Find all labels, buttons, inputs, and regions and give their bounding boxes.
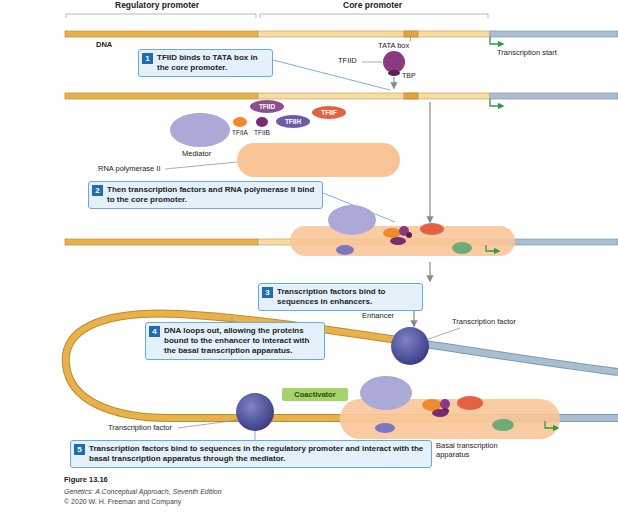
- leader-line: [362, 62, 382, 63]
- regulatory-dna: [65, 31, 258, 37]
- factor-name: TFIIH: [285, 118, 301, 126]
- factor-shape: [312, 106, 346, 119]
- coactivator-name: Coactivator: [294, 390, 335, 399]
- callout-box: 5 Transcription factors bind to sequences…: [70, 440, 432, 468]
- core-dna: [258, 93, 490, 99]
- callout-number: 5: [74, 444, 85, 455]
- callout-number: 2: [92, 185, 103, 196]
- leader-line: [426, 328, 460, 340]
- protein-label: RNA polymerase II: [98, 165, 161, 174]
- step-arrow: [429, 262, 430, 281]
- leader-line: [178, 420, 238, 428]
- factor-ellipse: TFIID: [250, 100, 284, 113]
- tfiif-protein: [420, 223, 444, 235]
- callout-number: 4: [149, 326, 160, 337]
- tfiia-protein: [383, 228, 401, 238]
- protein-label: Transcription factor: [108, 424, 172, 433]
- tfiid-protein: [440, 399, 450, 409]
- start-arrow: [490, 37, 503, 44]
- transcribed-dna: [490, 31, 618, 37]
- start-arrow: [545, 421, 558, 428]
- callout-box: 3 Transcription factors bind to sequences…: [258, 283, 423, 311]
- tfiih-protein: [375, 423, 395, 433]
- tfiib-protein: [390, 237, 406, 245]
- tfiib-protein: [432, 409, 448, 417]
- step-arrow: [429, 102, 430, 222]
- basal-apparatus: [290, 226, 515, 256]
- callout-text: Then transcription factors and RNA polym…: [107, 185, 317, 205]
- regulatory-dna: [65, 93, 258, 99]
- regulatory-dna: [65, 239, 258, 245]
- region-bracket: [66, 14, 256, 18]
- protein-label: TFIIB: [254, 129, 270, 136]
- region-label: Regulatory promoter: [115, 1, 199, 11]
- callout-number: 3: [262, 287, 273, 298]
- tata-box: [404, 31, 418, 37]
- tfiif-protein: [457, 396, 483, 410]
- start-arrow: [490, 99, 503, 106]
- transcribed-dna: [490, 93, 618, 99]
- tata-box: [404, 93, 418, 99]
- leader-line: [165, 162, 237, 169]
- mediator-complex: [328, 205, 376, 235]
- protein-label: TFIIA: [232, 129, 248, 136]
- factor-shape: [250, 100, 284, 113]
- mediator-complex: [170, 113, 230, 147]
- protein-label: Mediator: [182, 150, 211, 159]
- copyright-note: © 2020 W. H. Freeman and Company: [64, 498, 181, 506]
- tfiid-protein: [383, 51, 405, 73]
- dna-label: DNA: [96, 41, 112, 50]
- callout-leader: [255, 431, 256, 440]
- protein-label: TBP: [402, 72, 416, 80]
- factor-ellipse: TFIIF: [312, 106, 346, 119]
- part-label: Basal transcription apparatus: [436, 442, 516, 459]
- part-label: Enhancer: [362, 312, 394, 321]
- factor-ellipse: TFIIH: [276, 115, 310, 128]
- callout-box: 4 DNA loops out, allowing the proteins bo…: [145, 322, 325, 360]
- factor-shape: [276, 115, 310, 128]
- callout-text: DNA loops out, allowing the proteins bou…: [164, 326, 319, 356]
- tbp-protein: [388, 70, 400, 76]
- callout-number: 1: [142, 53, 153, 64]
- dna-loop: [425, 344, 618, 372]
- promoter-transcription-factor: [236, 393, 274, 431]
- callout-text: TFIID binds to TATA box in the core prom…: [157, 53, 267, 73]
- factor-protein: [452, 242, 472, 254]
- callout-box: 2 Then transcription factors and RNA poly…: [88, 181, 323, 209]
- callout-box: 1 TFIID binds to TATA box in the core pro…: [138, 49, 273, 77]
- callout-text: Transcription factors bind to sequences …: [277, 287, 417, 307]
- protein-label: Transcription factor: [452, 318, 516, 327]
- coactivator-box: Coactivator: [282, 388, 348, 401]
- factor-name: TFIID: [259, 103, 275, 111]
- region-bracket: [260, 14, 488, 18]
- start-label: Transcription start: [497, 49, 559, 58]
- tfiih-protein: [336, 245, 354, 255]
- mediator-complex: [360, 376, 412, 410]
- factor-name: TFIIF: [321, 109, 337, 117]
- rna-polymerase: [237, 143, 400, 177]
- start-arrow: [486, 245, 499, 251]
- leader-line: [410, 37, 411, 42]
- tbp-protein: [406, 232, 412, 238]
- enhancer-transcription-factor: [391, 327, 429, 365]
- figure-caption: Figure 13.16: [64, 476, 108, 485]
- tfiib-protein: [256, 117, 268, 127]
- part-label: TATA box: [378, 42, 409, 51]
- callout-text: Transcription factors bind to sequences …: [89, 444, 426, 464]
- protein-label: TFIID: [338, 57, 357, 66]
- region-label: Core promoter: [343, 1, 402, 11]
- callout-leader: [273, 60, 390, 90]
- core-dna: [258, 31, 490, 37]
- dna-loop-outline: [425, 344, 618, 372]
- factor-protein: [492, 419, 514, 431]
- tfiia-protein: [233, 117, 247, 127]
- step-arrow: [393, 77, 394, 88]
- source-note: Genetics: A Conceptual Approach, Seventh…: [64, 488, 222, 496]
